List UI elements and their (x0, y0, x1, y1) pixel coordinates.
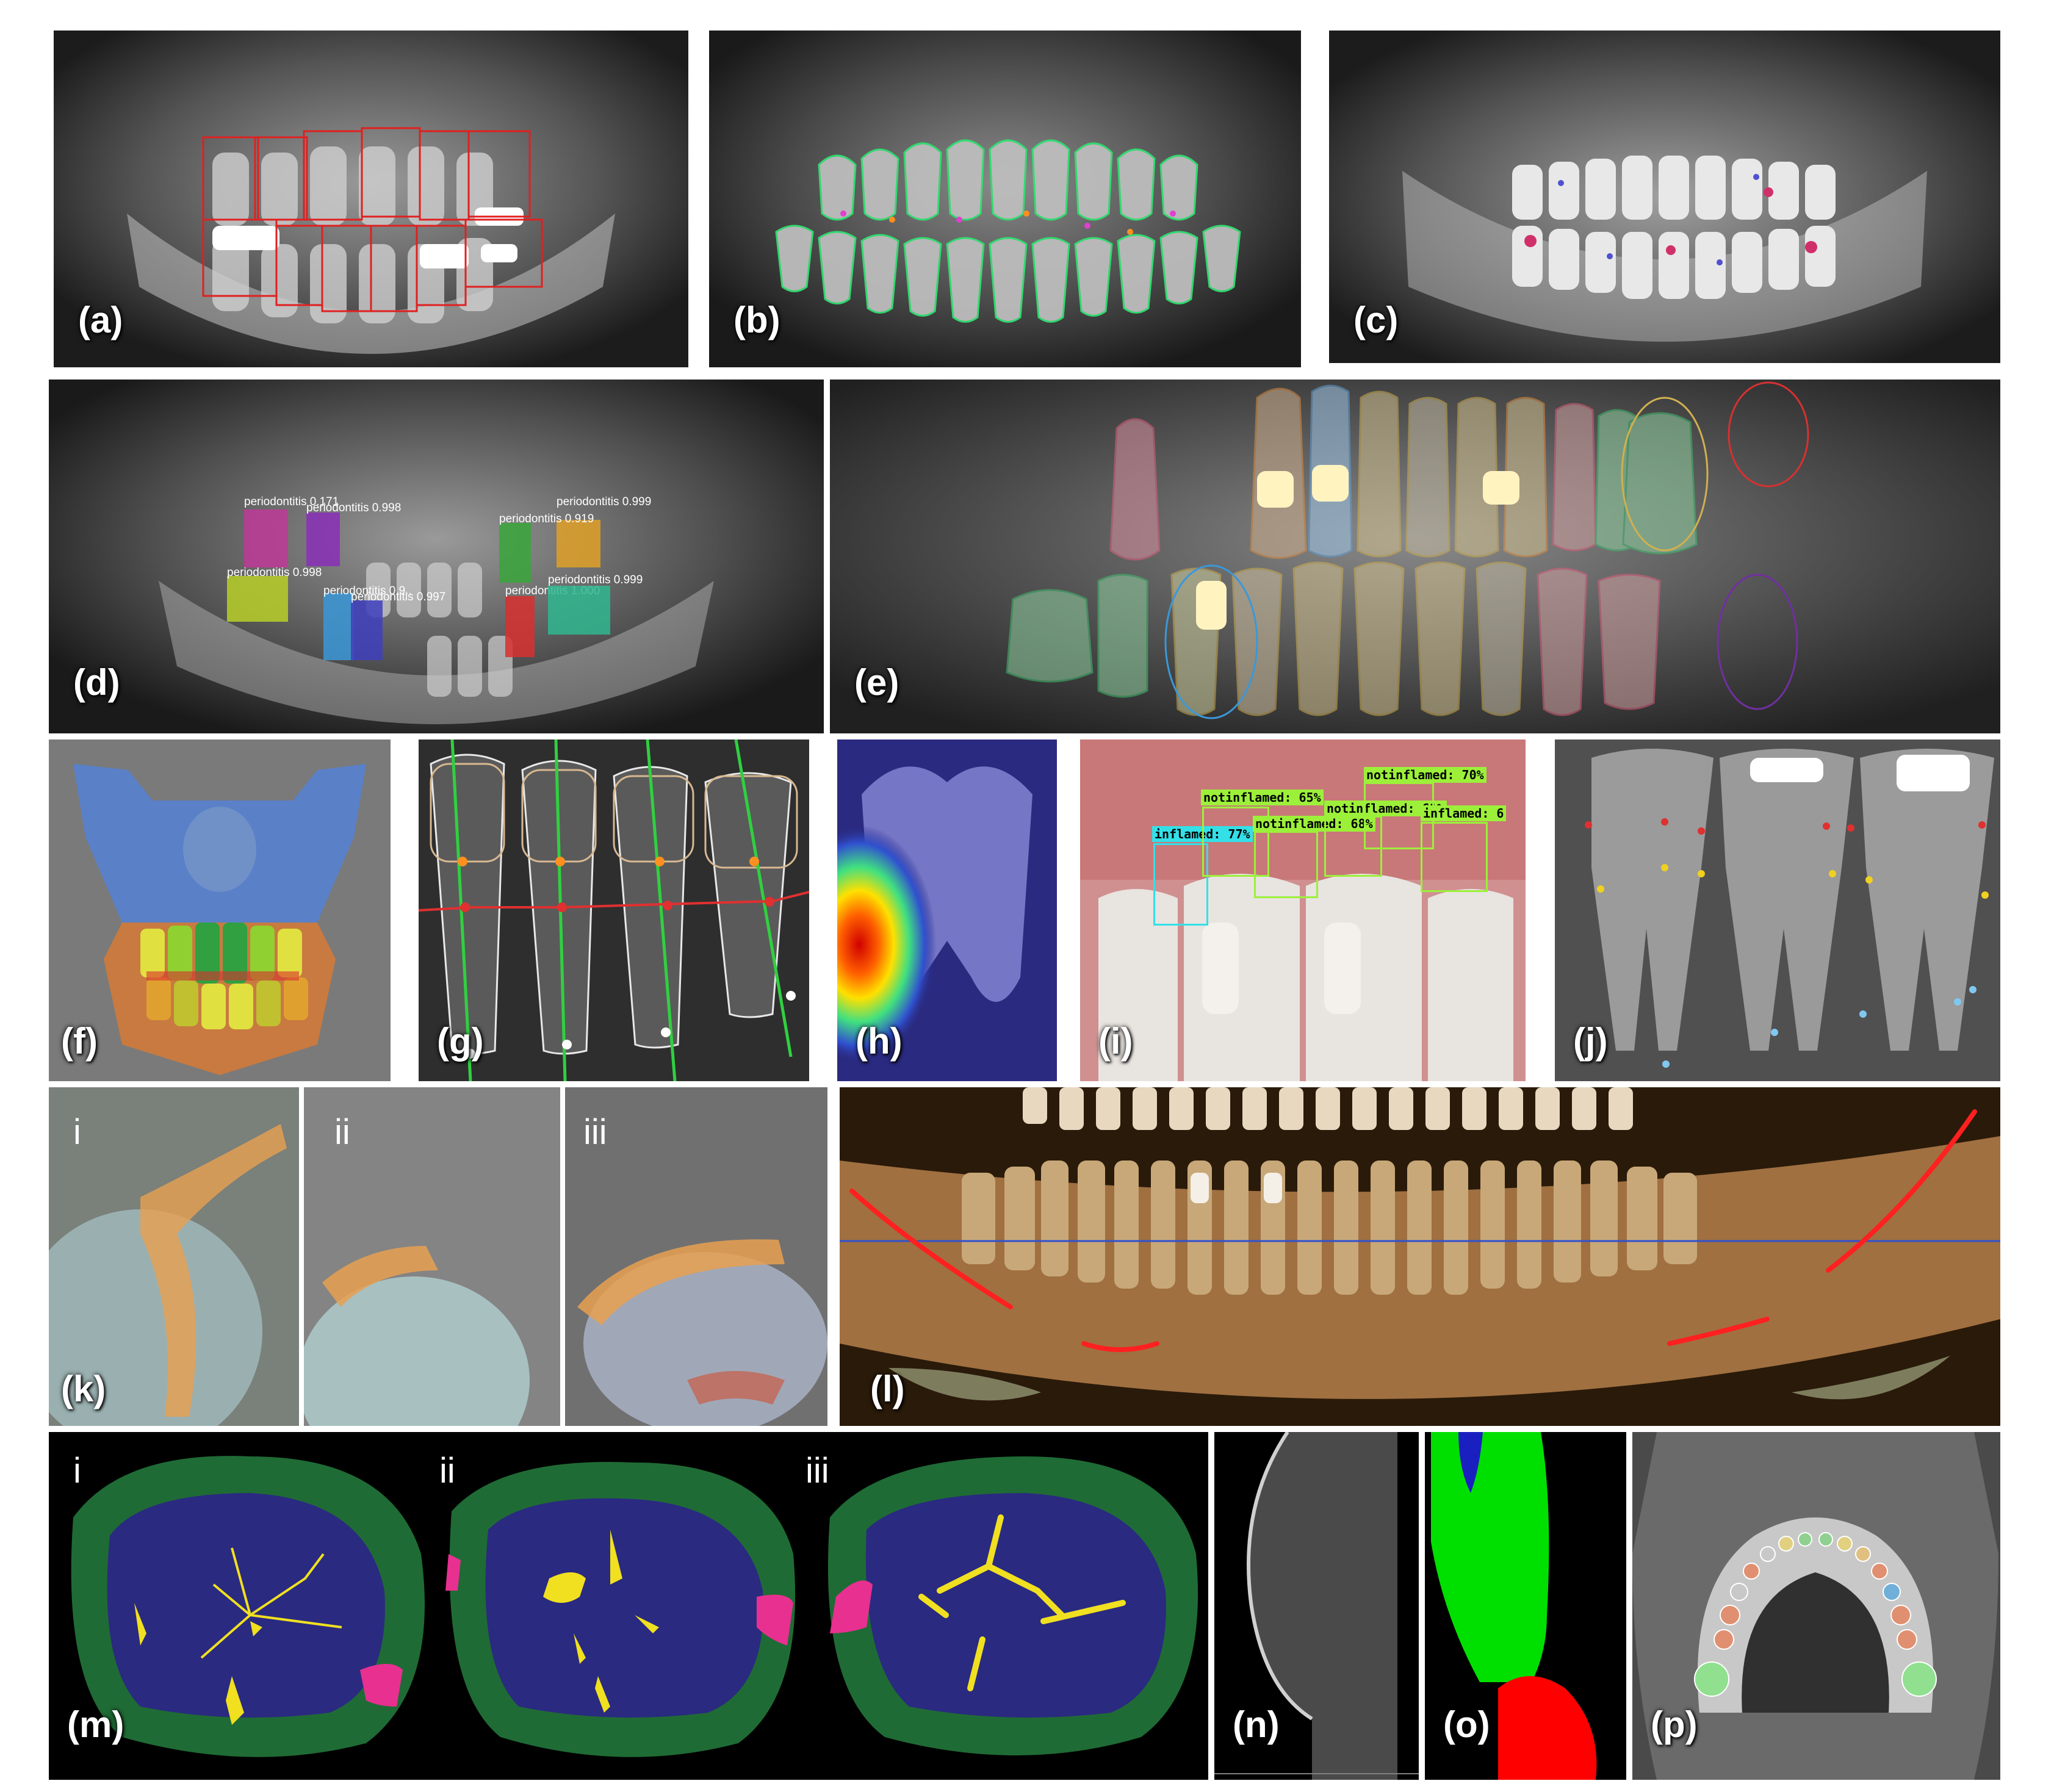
inflamed-tag: inflamed: 6 (1421, 805, 1507, 821)
oct-scan (1214, 1432, 1419, 1780)
panel-o: (o) (1425, 1432, 1626, 1780)
panel-label-p: (p) (1651, 1704, 1698, 1745)
panel-a: (a) (54, 31, 688, 367)
panel-f: (f) (49, 739, 391, 1081)
detection-label: periodontitis 0.998 (227, 566, 322, 579)
plaque-photo-ii (304, 1087, 560, 1426)
sub-label-k-i: i (73, 1112, 81, 1152)
panel-k-iii: iii (565, 1087, 827, 1426)
tooth-heatmap (837, 739, 1057, 1081)
panel-k-i: i (k) (49, 1087, 299, 1426)
panel-label-a: (a) (78, 300, 123, 340)
cbct-mandible-nerve (840, 1087, 2000, 1426)
sub-label-m-i: i (73, 1451, 81, 1491)
panel-label-m: (m) (67, 1704, 124, 1745)
panel-label-o: (o) (1443, 1704, 1490, 1745)
notinflamed-tag: notinflamed: 70% (1364, 767, 1486, 783)
detection-label: periodontitis 0.9.. (323, 585, 412, 597)
panel-l: (l) (840, 1087, 2000, 1426)
detection-box (1202, 807, 1269, 877)
panel-label-j: (j) (1573, 1021, 1608, 1062)
sub-label-m-ii: ii (439, 1451, 455, 1491)
panel-label-k: (k) (61, 1369, 106, 1409)
sub-label-k-ii: ii (334, 1112, 350, 1152)
detection-box (306, 513, 340, 566)
panel-i: inflamed: 77% notinflamed: 65% notinflam… (1080, 739, 1526, 1081)
panoramic-xray-periodontitis (49, 380, 824, 733)
oct-segmentation (1425, 1432, 1626, 1780)
panel-label-b: (b) (733, 300, 780, 340)
periapical-xray-landmarks (1555, 739, 2000, 1081)
detection-box (499, 523, 531, 583)
sub-label-k-iii: iii (583, 1112, 607, 1152)
detection-box (1254, 831, 1318, 898)
detection-box (505, 596, 535, 657)
panel-k-ii: ii (304, 1087, 560, 1426)
detection-box (351, 600, 383, 660)
notinflamed-tag: notinflamed: 65% (1201, 790, 1324, 805)
panel-c: (c) (1329, 31, 2000, 363)
detection-label: periodontitis 0.171 (244, 495, 339, 508)
panoramic-xray-boxes (54, 31, 688, 367)
detection-box (557, 520, 600, 567)
detection-box (244, 509, 288, 567)
detection-label: periodontitis 0.999 (548, 574, 643, 586)
panel-p: (p) (1632, 1432, 2000, 1780)
panel-n: (n) (1214, 1432, 1419, 1780)
panel-label-n: (n) (1233, 1704, 1280, 1745)
notinflamed-tag: notinflamed: 68% (1253, 816, 1375, 832)
detection-box (1421, 822, 1488, 892)
panel-e: (e) (830, 380, 2000, 733)
panel-b: (b) (709, 31, 1301, 367)
skull-3d-segmentation (49, 739, 391, 1081)
panel-g: (g) (419, 739, 809, 1081)
panoramic-xray-tooth-segmentation (830, 380, 2000, 733)
detection-box (548, 586, 610, 635)
sub-label-m-iii: iii (805, 1451, 829, 1491)
panel-h: (h) (837, 739, 1057, 1081)
tooth-crack-segmentation (49, 1432, 1208, 1780)
detection-label: periodontitis 0.999 (557, 495, 652, 508)
panel-label-l: (l) (870, 1369, 905, 1409)
panoramic-xray-contours (709, 31, 1301, 367)
panel-label-d: (d) (73, 662, 120, 703)
plaque-photo-iii (565, 1087, 827, 1426)
detection-label: periodontitis 0.998 (306, 502, 402, 514)
panel-label-c: (c) (1353, 300, 1399, 340)
panel-j: (j) (1555, 739, 2000, 1081)
panel-label-e: (e) (854, 662, 899, 703)
panel-label-i: (i) (1098, 1021, 1133, 1062)
tooth-axis-landmarks (419, 739, 809, 1081)
detection-label: periodontitis 0.919 (499, 513, 594, 525)
plaque-photo-i (49, 1087, 299, 1426)
panel-d: periodontitis 0.171 periodontitis 0.998 … (49, 380, 824, 733)
panel-label-h: (h) (856, 1021, 903, 1062)
cbct-axial-tooth-segmentation (1632, 1432, 2000, 1780)
panoramic-xray-caries (1329, 31, 2000, 363)
detection-box (227, 576, 288, 622)
panel-m: i ii iii (m) (49, 1432, 1208, 1780)
detection-box (1153, 843, 1208, 926)
detection-label: periodontitis 0.997 (351, 591, 446, 603)
panel-label-g: (g) (437, 1021, 484, 1062)
detection-box (323, 593, 354, 660)
panel-label-f: (f) (61, 1021, 98, 1062)
detection-box (1324, 816, 1382, 877)
